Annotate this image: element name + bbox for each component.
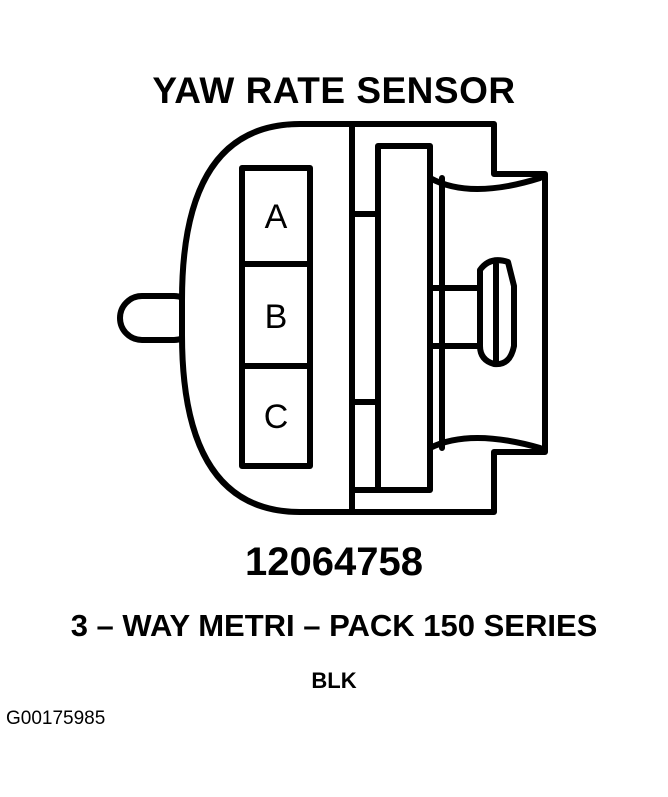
pin-label-a: A — [265, 198, 288, 236]
diagram-title: YAW RATE SENSOR — [152, 70, 516, 111]
pin-label-c: C — [264, 398, 289, 436]
figure-id: G00175985 — [6, 708, 106, 729]
pin-cavity-frame — [239, 165, 313, 469]
terminal-carrier — [375, 143, 433, 493]
connector-rear-housing — [349, 121, 548, 515]
part-number: 12064758 — [245, 540, 423, 584]
pin-label-b: B — [265, 298, 288, 336]
connector-description: 3 – WAY METRI – PACK 150 SERIES — [70, 608, 598, 643]
wire-color-code: BLK — [311, 668, 357, 693]
mating-latch — [427, 175, 543, 451]
